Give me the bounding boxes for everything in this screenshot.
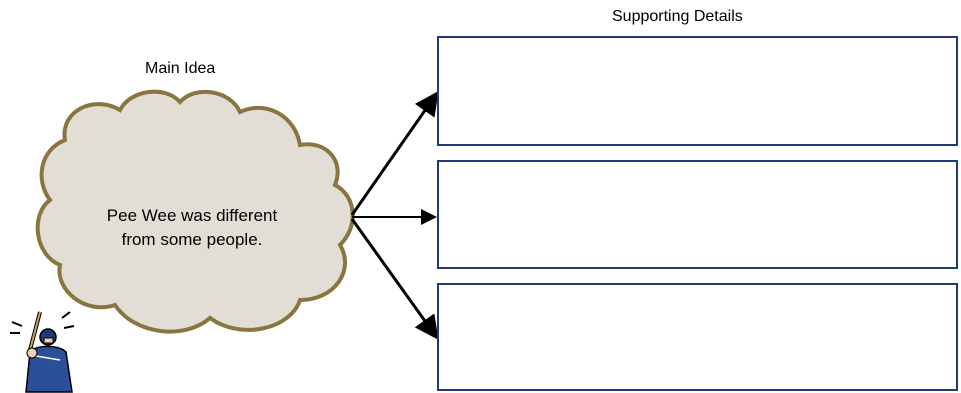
supporting-detail-box-2[interactable] — [437, 160, 958, 269]
main-idea-text-line-1: Pee Wee was different — [106, 206, 278, 225]
main-idea-text-line-2: from some people. — [121, 230, 263, 249]
supporting-details-label: Supporting Details — [612, 8, 743, 25]
arrow-to-detail-3 — [350, 218, 439, 340]
main-idea-label: Main Idea — [145, 60, 216, 77]
main-idea-text: Pee Wee was different from some people. — [62, 204, 322, 252]
supporting-detail-box-3[interactable] — [437, 283, 958, 391]
arrow-to-detail-1 — [350, 91, 439, 216]
supporting-detail-box-1[interactable] — [437, 36, 958, 146]
baseball-player-icon — [10, 311, 75, 393]
main-idea-cloud — [35, 89, 355, 334]
